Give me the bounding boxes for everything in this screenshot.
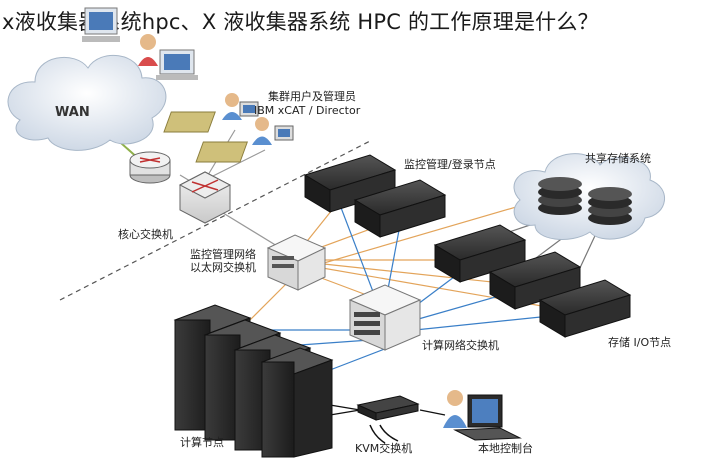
wan-cloud: WAN (7, 54, 167, 151)
shared-storage-label: 共享存储系统 (585, 151, 651, 165)
login-server-2 (353, 179, 447, 238)
io-server-2 (488, 251, 582, 310)
cluster-users-label: 集群用户及管理员 (268, 89, 356, 103)
core-switch-icon (178, 171, 232, 224)
io-server-3 (538, 279, 632, 338)
monitor-nodes-label: 监控管理/登录节点 (404, 157, 496, 171)
shared-storage-cloud (513, 153, 666, 240)
monitor-login-nodes (303, 154, 447, 238)
local-console-icon (443, 390, 522, 441)
compute-node-racks (173, 304, 334, 458)
kvm-switch-icon (356, 395, 420, 444)
management-ethernet-switch (266, 234, 327, 291)
compute-nodes-label: 计算节点 (180, 435, 224, 449)
router-icon (129, 151, 171, 184)
io-server-1 (433, 224, 527, 283)
remote-user-pc (82, 7, 120, 42)
mgmt-switch-sublabel: 以太网交换机 (190, 260, 256, 274)
remote-user-laptop (138, 34, 198, 80)
io-nodes-label: 存储 I/O节点 (608, 335, 671, 349)
zone-divider-line (59, 139, 373, 301)
login-server-1 (303, 154, 397, 213)
compute-network-switch (348, 284, 422, 351)
disk-stack-1 (538, 177, 582, 215)
wan-label: WAN (55, 105, 90, 120)
compute-switch-label: 计算网络交换机 (422, 338, 499, 352)
local-console-label: 本地控制台 (478, 441, 533, 455)
rack-4 (260, 347, 334, 458)
cluster-users-sublabel: IBM xCAT / Director (254, 104, 361, 117)
mgmt-switch-label: 监控管理网络 (190, 247, 256, 261)
storage-io-nodes (433, 224, 632, 338)
cluster-admin-workstations (163, 93, 294, 163)
kvm-switch-label: KVM交换机 (355, 441, 412, 455)
disk-stack-2 (588, 187, 632, 225)
core-switch-label: 核心交换机 (118, 227, 173, 241)
